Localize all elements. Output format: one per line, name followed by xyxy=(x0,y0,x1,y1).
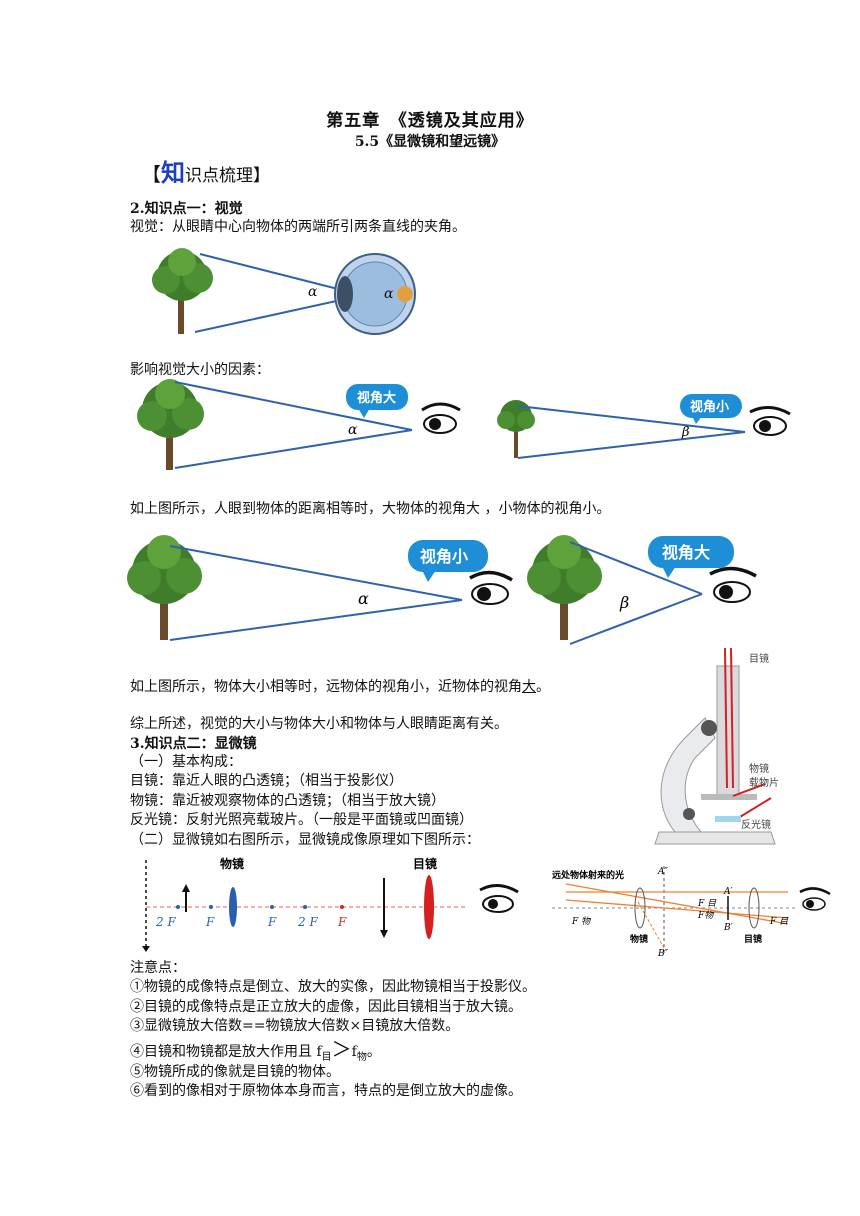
beta-label: β xyxy=(681,425,690,440)
bubble-big: 视角大 xyxy=(346,384,408,418)
note-4: ④目镜和物镜都是放大作用且 f目＞f物。 xyxy=(130,1037,381,1067)
bubble-small: 视角小 xyxy=(680,394,742,424)
figure-eye-angle: α α xyxy=(152,248,416,335)
lesson-title: 5.5《显微镜和望远镜》 xyxy=(354,134,506,150)
tree-icon-small xyxy=(497,400,535,458)
section-big-char: 知 xyxy=(161,158,186,187)
ray-B2: B″ xyxy=(657,949,669,959)
eye-icon xyxy=(479,884,519,913)
bubble-big-text: 视角大 xyxy=(357,390,396,406)
bubble-big-text: 视角大 xyxy=(662,543,710,562)
kp1-factors: 影响视觉大小的因素： xyxy=(130,362,270,378)
tree-icon xyxy=(137,379,204,470)
diag-2F-1: 2 F xyxy=(155,915,176,929)
kp2-sub2: （二）显微镜如右图所示，显微镜成像原理如下图所示： xyxy=(130,832,480,848)
note-5: ⑤物镜所成的像就是目镜的物体。 xyxy=(130,1064,340,1080)
ray-Fobj2: F 物 xyxy=(571,916,592,927)
ray-B1: B′ xyxy=(723,923,733,933)
diag-F-3: F xyxy=(337,915,347,929)
kp1-definition: 视觉：从眼睛中心向物体的两端所引两条直线的夹角。 xyxy=(130,219,466,235)
alpha-label: α xyxy=(358,589,369,608)
section-rest: 识点梳理】 xyxy=(185,166,271,186)
eye-anatomy-icon xyxy=(334,253,416,335)
figure-ray-diagram: 远处物体射来的光 A″ A′ F 目 F物 B′ B″ F 物 F 目 物镜 目… xyxy=(552,866,831,959)
ray-Feye2: F 目 xyxy=(769,917,789,927)
eyepiece-label: 目镜 xyxy=(749,652,769,665)
diag-F-2: F xyxy=(267,915,277,929)
ray-eyepiece-label: 目镜 xyxy=(744,933,762,945)
mirror-label: 反光镜 xyxy=(741,818,771,831)
bracket: 【 xyxy=(142,164,162,186)
kp1-note2: 如上图所示，物体大小相等时，远物体的视角小，近物体的视角大。 xyxy=(130,678,550,696)
alpha-label-2: α xyxy=(384,286,394,302)
kp1-note1: 如上图所示，人眼到物体的距离相等时，大物体的视角大 ，小物体的视角小。 xyxy=(130,501,611,517)
objective-label: 物镜 xyxy=(749,762,769,775)
eye-icon xyxy=(421,402,461,434)
ray-title: 远处物体射来的光 xyxy=(552,869,624,881)
note4-sub1: 目 xyxy=(321,1051,332,1063)
ray-Fobj: F物 xyxy=(697,910,715,921)
alpha-label: α xyxy=(308,284,318,300)
eye-icon xyxy=(469,570,513,605)
figure-distance-compare: α 视角小 β 视角大 xyxy=(127,535,757,645)
beta-label: β xyxy=(619,593,629,612)
figure-lens-diagram: 物镜 目镜 2 F F F 2 F F xyxy=(142,856,519,952)
kp2-sub1: （一）基本构成： xyxy=(130,754,242,770)
note2-prefix: 如上图所示，物体大小相等时，远物体的视角小，近物体的视角 xyxy=(130,679,522,695)
eye-icon xyxy=(799,887,831,911)
diag-F-1: F xyxy=(205,915,215,929)
ray-objective-label: 物镜 xyxy=(630,933,648,945)
stage-label: 载物片 xyxy=(749,776,779,789)
tree-icon xyxy=(127,535,202,640)
figure-microscope: 目镜 物镜 载物片 反光镜 xyxy=(654,648,779,845)
note-6: ⑥看到的像相对于原物体本身而言，特点的是倒立放大的虚像。 xyxy=(130,1083,522,1099)
note4-gt: ＞ xyxy=(331,1037,352,1061)
kp1-summary: 综上所述，视觉的大小与物体大小和物体与人眼睛距离有关。 xyxy=(130,716,508,732)
ray-A1: A′ xyxy=(723,887,733,897)
note2-suffix: 。 xyxy=(536,679,550,695)
bubble-small-text: 视角小 xyxy=(690,399,729,415)
note2-underlined: 大 xyxy=(522,679,536,695)
note-2: ②目镜的成像特点是正立放大的虚像，因此目镜相当于放大镜。 xyxy=(130,999,522,1015)
ray-Feye: F 目 xyxy=(697,899,717,909)
diag-eyepiece-label: 目镜 xyxy=(413,856,437,871)
kp2-mirror: 反光镜：反射光照亮载玻片。（一般是平面镜或凹面镜） xyxy=(130,812,473,828)
tree-icon xyxy=(527,535,602,640)
note4-sub2: 物 xyxy=(356,1051,367,1063)
chapter-title: 第五章 《透镜及其应用》 xyxy=(326,111,534,131)
bubble-big: 视角大 xyxy=(648,536,734,578)
note4-end: 。 xyxy=(366,1044,381,1060)
ray-A2: A″ xyxy=(657,867,668,877)
alpha-label: α xyxy=(348,422,358,438)
bubble-small: 视角小 xyxy=(408,540,488,582)
diag-objective-label: 物镜 xyxy=(220,856,244,871)
note4-text: ④目镜和物镜都是放大作用且 f xyxy=(130,1044,322,1060)
note-1: ①物镜的成像特点是倒立、放大的实像，因此物镜相当于投影仪。 xyxy=(130,979,536,995)
tree-icon xyxy=(152,248,213,334)
notes-title: 注意点： xyxy=(130,960,186,976)
kp2-eyepiece: 目镜：靠近人眼的凸透镜；（相当于投影仪） xyxy=(130,773,403,789)
diag-2F-2: 2 F xyxy=(297,915,318,929)
eye-icon xyxy=(749,406,791,436)
kp2-objective: 物镜：靠近被观察物体的凸透镜；（相当于放大镜） xyxy=(130,793,445,809)
eye-icon xyxy=(709,566,757,603)
section-heading: 【知识点梳理】 xyxy=(142,153,270,188)
note-3: ③显微镜放大倍数==物镜放大倍数×目镜放大倍数。 xyxy=(130,1018,460,1034)
bubble-small-text: 视角小 xyxy=(420,547,468,566)
figure-size-compare: α 视角大 β 视角小 xyxy=(137,379,791,470)
kp1-heading: 2.知识点一：视觉 xyxy=(130,201,243,217)
kp2-heading: 3.知识点二：显微镜 xyxy=(130,736,257,752)
note4-f: f xyxy=(351,1044,357,1060)
